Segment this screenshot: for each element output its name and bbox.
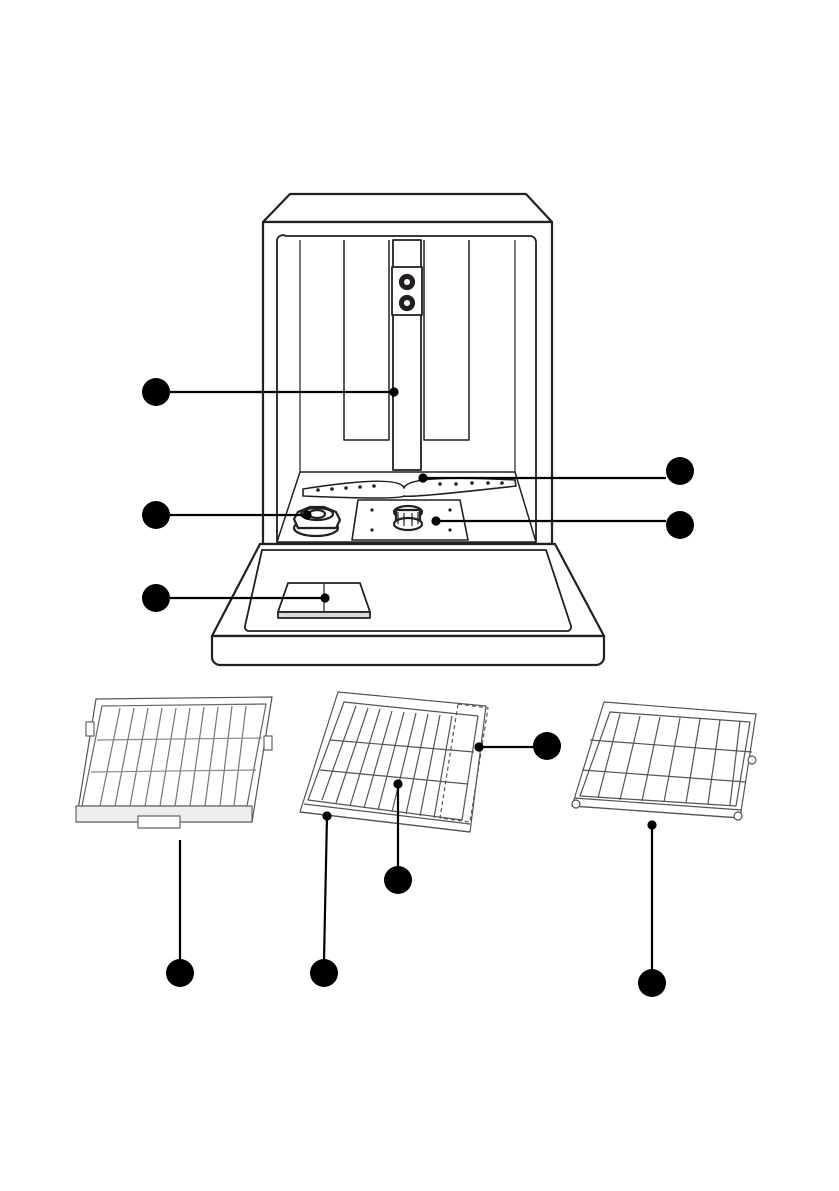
callout-cutlery-tray xyxy=(166,840,194,987)
dishwasher-door xyxy=(212,544,604,665)
salt-container xyxy=(294,507,340,536)
callout-upper-basket xyxy=(310,813,338,988)
upper-spray-arm xyxy=(392,240,422,470)
cutlery-tray xyxy=(76,697,272,828)
lower-basket xyxy=(572,702,756,820)
upper-basket xyxy=(300,692,488,832)
callout-lower-basket xyxy=(638,822,666,998)
callout-upper-basket-tines xyxy=(476,732,562,760)
